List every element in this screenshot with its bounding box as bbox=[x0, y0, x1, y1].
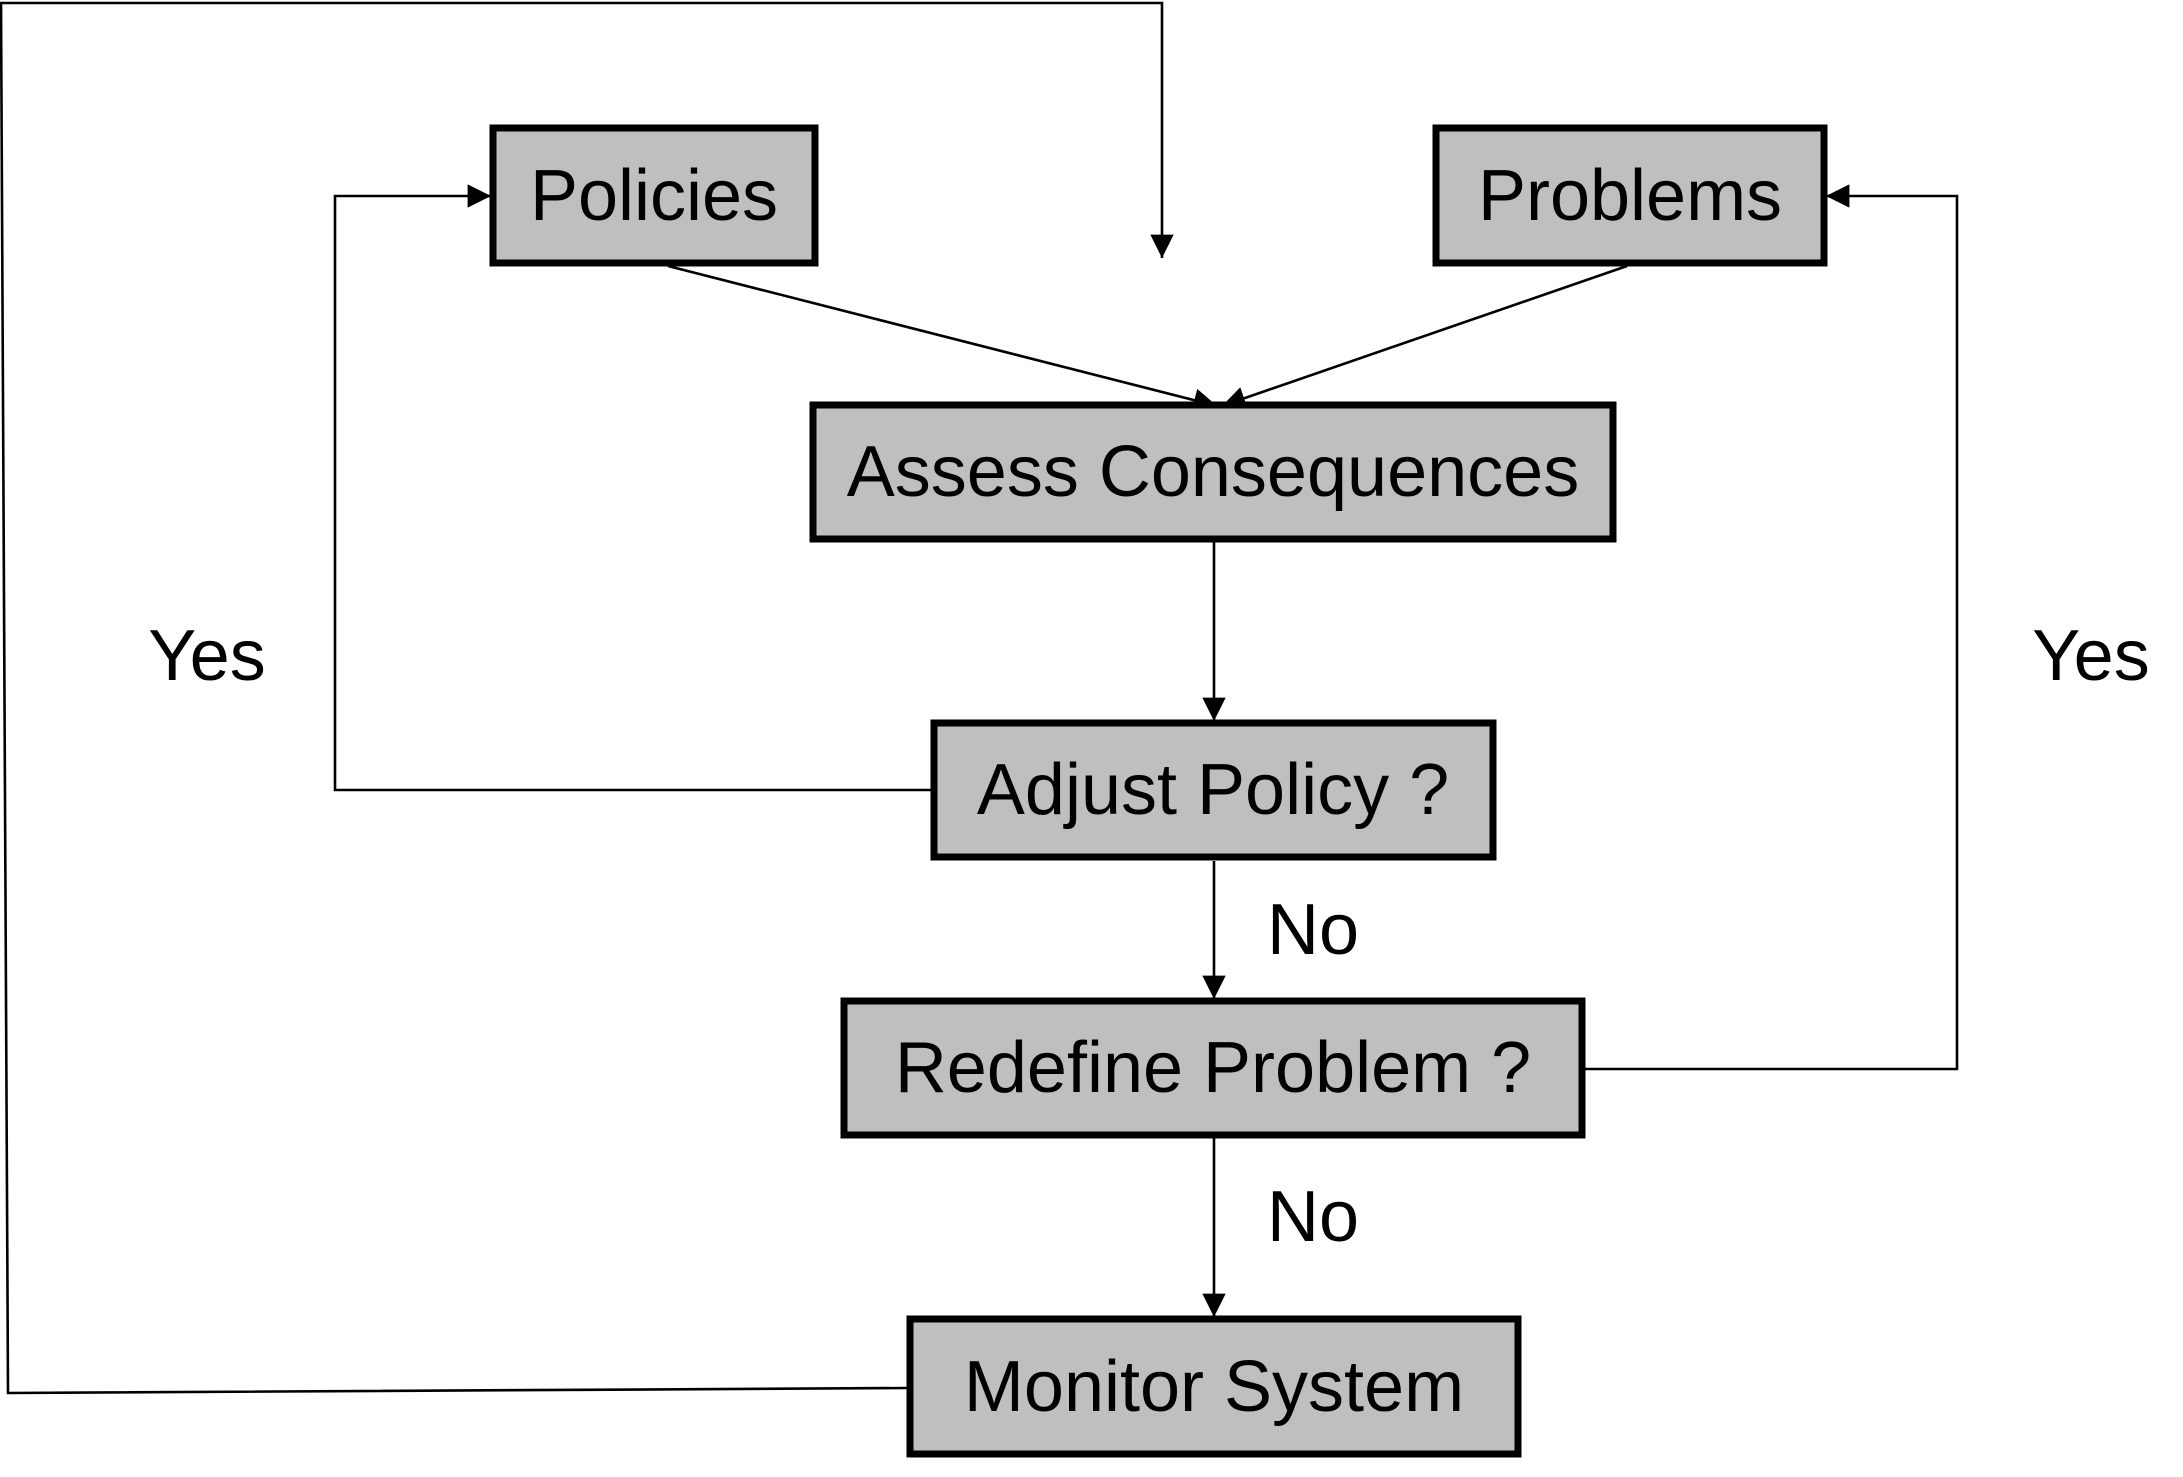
edge-monitor-loop-to-top bbox=[0, 1, 1174, 1395]
label-yes-left: Yes bbox=[148, 616, 265, 696]
edge-problems-to-assess bbox=[1221, 264, 1628, 410]
node-assess-consequences-label: Assess Consequences bbox=[847, 432, 1579, 512]
node-adjust-policy-label: Adjust Policy ? bbox=[977, 750, 1449, 830]
node-monitor-system: Monitor System bbox=[906, 1315, 1522, 1458]
label-no-after-adjust: No bbox=[1267, 890, 1359, 970]
node-assess-consequences: Assess Consequences bbox=[809, 401, 1617, 543]
edge-adjust-yes-to-policies bbox=[333, 184, 934, 792]
label-yes-right: Yes bbox=[2032, 616, 2149, 696]
node-problems: Problems bbox=[1432, 124, 1828, 267]
label-no-after-redefine: No bbox=[1267, 1177, 1359, 1257]
node-monitor-system-label: Monitor System bbox=[964, 1347, 1464, 1427]
node-redefine-problem: Redefine Problem ? bbox=[840, 997, 1586, 1139]
node-policies: Policies bbox=[489, 124, 819, 267]
node-policies-label: Policies bbox=[530, 156, 778, 236]
edge-policies-to-assess bbox=[667, 264, 1218, 412]
node-redefine-problem-label: Redefine Problem ? bbox=[895, 1028, 1531, 1108]
node-problems-label: Problems bbox=[1478, 156, 1782, 236]
node-adjust-policy: Adjust Policy ? bbox=[930, 719, 1497, 861]
edge-redefine-yes-to-problems bbox=[1583, 184, 1959, 1071]
